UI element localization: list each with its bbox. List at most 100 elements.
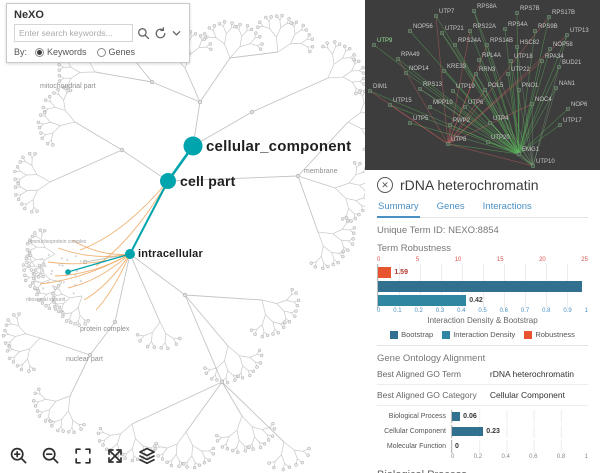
close-icon[interactable]: ✕ bbox=[377, 177, 393, 193]
go-score-bar bbox=[452, 412, 461, 421]
network-node-rpa34[interactable]: RPA34 bbox=[545, 54, 564, 60]
tree-node-nuclear-part[interactable]: nuclear part bbox=[66, 356, 103, 363]
biological-process-heading: Biological Process bbox=[377, 469, 588, 473]
radio-circle-genes[interactable] bbox=[96, 47, 106, 57]
chevron-down-icon[interactable] bbox=[171, 28, 182, 39]
fit-content-button[interactable] bbox=[72, 445, 94, 467]
go-score-value: 0.06 bbox=[463, 413, 477, 420]
zoom-in-button[interactable] bbox=[8, 445, 30, 467]
network-node-nan1[interactable]: NAN1 bbox=[559, 81, 576, 87]
go-score-track: 0 bbox=[451, 440, 588, 453]
network-node-dim1[interactable]: DIM1 bbox=[373, 84, 388, 90]
ontology-tree-graphic bbox=[1, 13, 365, 472]
go-score-label: Cellular Component bbox=[384, 428, 446, 435]
network-node-rps4a[interactable]: RPS4A bbox=[508, 22, 528, 28]
legend-interaction-density: Interaction Density bbox=[442, 330, 515, 339]
network-node-pol5[interactable]: POL5 bbox=[488, 83, 504, 89]
tree-node-ribosomal-subunit[interactable]: ribosomal subunit bbox=[26, 297, 66, 303]
tree-node-ribonucleoprotein-complex[interactable]: ribonucleoprotein complex bbox=[28, 239, 87, 245]
network-node-nop6[interactable]: NOP6 bbox=[571, 102, 588, 108]
tree-node-mitochondrial-part[interactable]: mitochondrial part bbox=[40, 83, 96, 90]
network-node-hsc82[interactable]: HSC82 bbox=[520, 40, 540, 46]
tab-summary[interactable]: Summary bbox=[377, 199, 420, 218]
network-node-rps9b[interactable]: RPS9B bbox=[538, 24, 558, 30]
bar-interaction-density: 0.42 bbox=[378, 293, 588, 307]
network-node-rps22a[interactable]: RPS22A bbox=[473, 24, 497, 30]
radio-keywords[interactable]: Keywords bbox=[35, 47, 87, 57]
go-score-value: 0 bbox=[455, 443, 459, 450]
layers-button[interactable] bbox=[136, 445, 158, 467]
tab-interactions[interactable]: Interactions bbox=[482, 201, 532, 212]
interaction-network-panel[interactable]: UTP7 RPS8A RPS7B RPS17B NOP56 UTP21 RPS22A RPS4… bbox=[365, 0, 600, 170]
network-node-noc4[interactable]: NOC4 bbox=[535, 97, 552, 103]
go-alignment-row: Best Aligned GO Term rDNA heterochromatin bbox=[377, 364, 588, 385]
network-node-nop58[interactable]: NOP58 bbox=[553, 42, 573, 48]
network-node-utp10[interactable]: UTP10 bbox=[536, 159, 555, 165]
zoom-out-button[interactable] bbox=[40, 445, 62, 467]
network-node-utp13[interactable]: UTP13 bbox=[570, 28, 589, 34]
network-node-utp15[interactable]: UTP15 bbox=[393, 98, 412, 104]
tree-node-cell-part[interactable]: cell part bbox=[180, 173, 236, 189]
go-row-value: rDNA heterochromatin bbox=[489, 369, 574, 379]
network-node-rps7b[interactable]: RPS7B bbox=[520, 6, 540, 12]
network-node-kre33[interactable]: KRE33 bbox=[447, 64, 467, 70]
go-row-label: Best Aligned GO Category bbox=[377, 390, 477, 400]
network-node-utp7[interactable]: UTP7 bbox=[439, 9, 455, 15]
search-icon[interactable] bbox=[137, 27, 150, 40]
network-node-utp9[interactable]: UTP9 bbox=[377, 38, 393, 44]
radio-label-keywords: Keywords bbox=[47, 47, 87, 57]
network-node-rpa49[interactable]: RPA49 bbox=[401, 52, 420, 58]
radio-label-genes: Genes bbox=[108, 47, 136, 57]
radio-circle-keywords[interactable] bbox=[35, 47, 45, 57]
network-node-rps17b[interactable]: RPS17B bbox=[552, 10, 576, 16]
go-row-label: Best Aligned GO Term bbox=[377, 369, 461, 379]
network-node-utp20[interactable]: UTP20 bbox=[491, 135, 510, 141]
network-node-rps13[interactable]: RPS13 bbox=[423, 82, 443, 88]
network-node-utp17[interactable]: UTP17 bbox=[563, 118, 582, 124]
legend-swatch bbox=[390, 330, 399, 339]
network-node-mpp10[interactable]: MPP10 bbox=[433, 100, 453, 106]
network-node-rpl4a[interactable]: RPL4A bbox=[482, 53, 502, 59]
robustness-heading: Term Robustness bbox=[377, 243, 451, 254]
zoom-out-icon bbox=[42, 447, 59, 464]
term-title: rDNA heterochromatin bbox=[400, 177, 539, 193]
network-node-utp4[interactable]: UTP4 bbox=[493, 116, 509, 122]
network-node-rps8a[interactable]: RPS8A bbox=[477, 4, 497, 10]
refresh-icon[interactable] bbox=[154, 26, 167, 40]
tree-node-protein-complex[interactable]: protein complex bbox=[80, 326, 130, 333]
network-node-utp6[interactable]: UTP6 bbox=[468, 100, 484, 106]
network-node-rrn3[interactable]: RRN3 bbox=[479, 67, 496, 73]
legend-robustness: Robustness bbox=[524, 330, 575, 339]
tree-node-cellular-component[interactable]: cellular_component bbox=[206, 138, 352, 155]
network-node-utp19[interactable]: UTP19 bbox=[456, 84, 475, 90]
network-node-nop56[interactable]: NOP56 bbox=[413, 24, 433, 30]
network-node-pwp2[interactable]: PWP2 bbox=[453, 118, 471, 124]
bar-fill-robustness bbox=[378, 266, 392, 278]
network-node-utp22[interactable]: UTP22 bbox=[511, 67, 530, 73]
network-node-pno1[interactable]: PNO1 bbox=[522, 83, 539, 89]
network-node-nop14[interactable]: NOP14 bbox=[409, 66, 429, 72]
tree-node-membrane[interactable]: membrane bbox=[304, 168, 338, 175]
go-score-bar bbox=[452, 427, 484, 436]
network-node-rps14b[interactable]: RPS14B bbox=[490, 38, 514, 44]
go-alignment-heading: Gene Ontology Alignment bbox=[377, 353, 486, 364]
network-node-utp5[interactable]: UTP5 bbox=[413, 116, 429, 122]
search-input[interactable] bbox=[14, 24, 133, 42]
network-node-utp8[interactable]: UTP8 bbox=[451, 137, 467, 143]
network-node-rps24a[interactable]: RPS24A bbox=[458, 38, 482, 44]
radio-genes[interactable]: Genes bbox=[96, 47, 136, 57]
zoom-toolbar bbox=[8, 445, 158, 467]
tree-node-intracellular[interactable]: intracellular bbox=[138, 248, 203, 260]
network-node-bud21[interactable]: BUD21 bbox=[562, 60, 582, 66]
network-node-emg1[interactable]: EMG1 bbox=[522, 147, 540, 153]
network-node-utp21[interactable]: UTP21 bbox=[445, 26, 464, 32]
network-node-utp18[interactable]: UTP18 bbox=[514, 54, 533, 60]
fit-selected-button[interactable] bbox=[104, 445, 126, 467]
tab-genes[interactable]: Genes bbox=[436, 201, 465, 212]
